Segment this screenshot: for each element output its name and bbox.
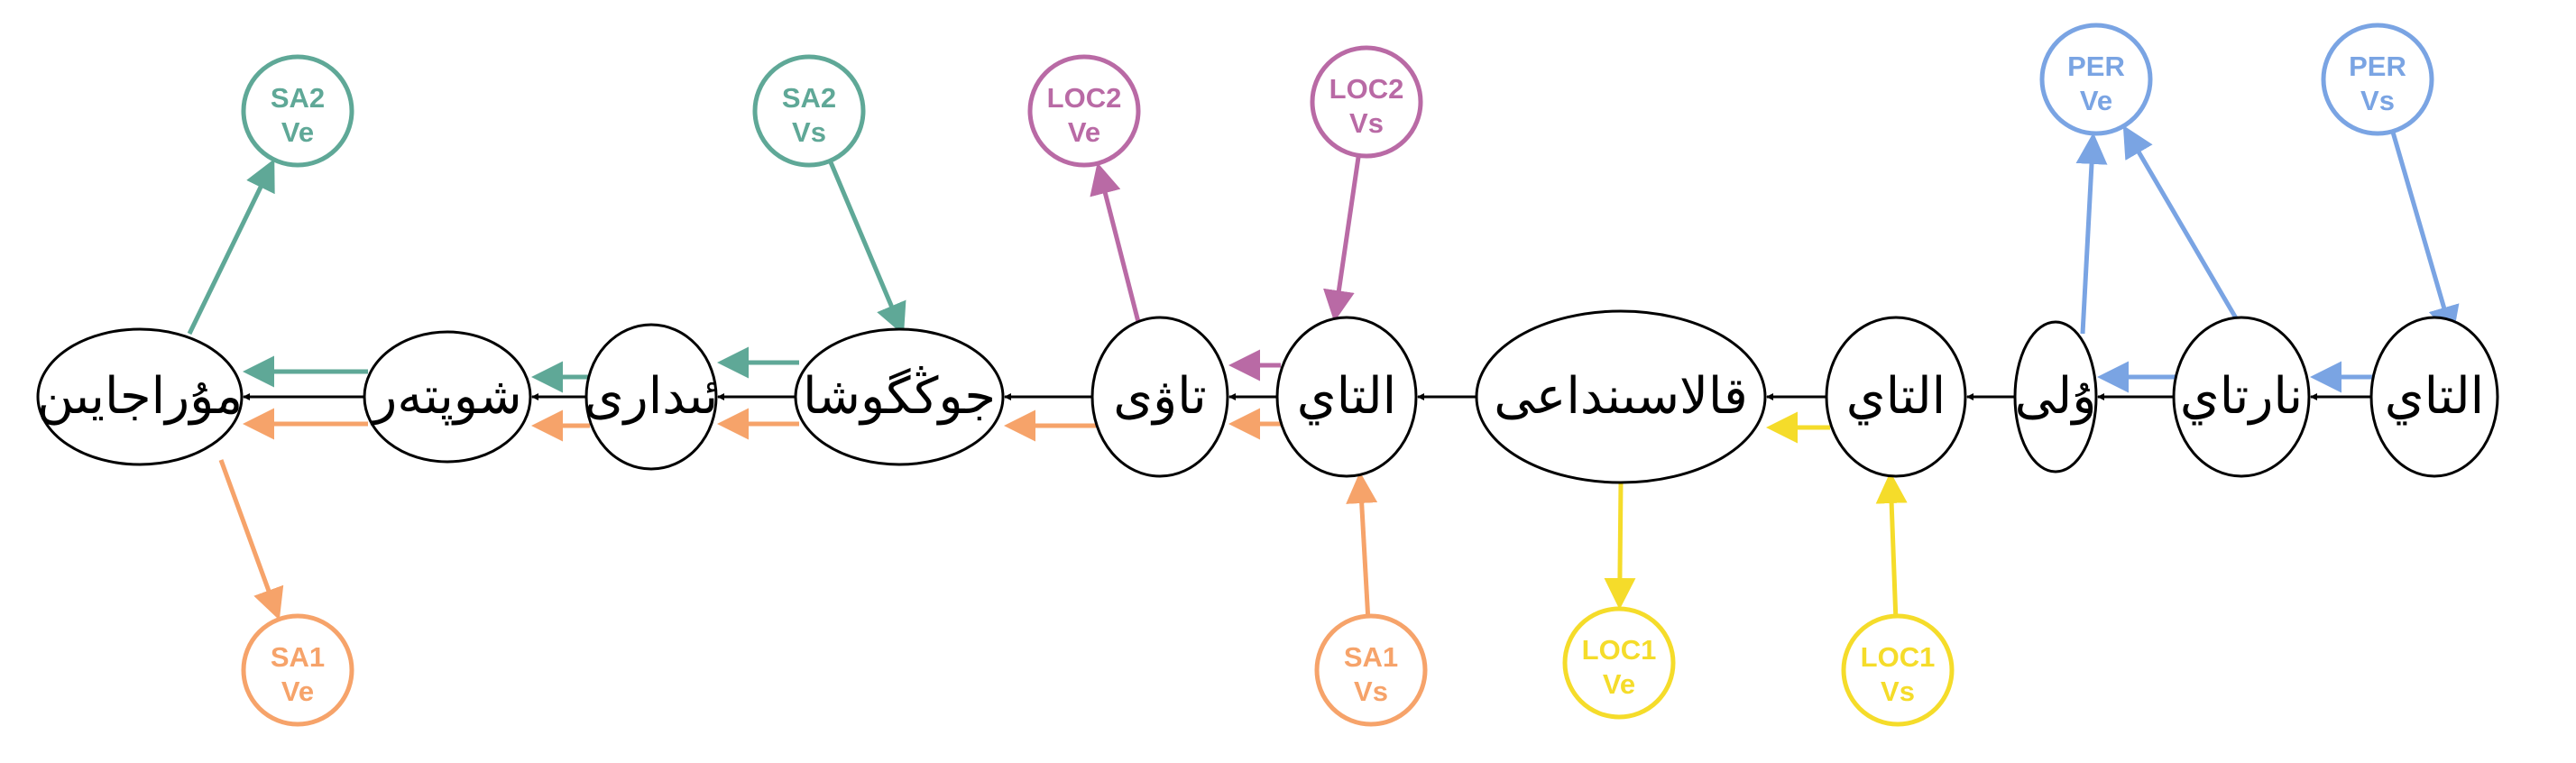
label-role: Vs bbox=[792, 116, 826, 148]
word-text: التاي bbox=[2385, 367, 2484, 426]
label-tag: LOC1 bbox=[1582, 634, 1657, 666]
label-connector-arrow bbox=[1323, 156, 1361, 322]
word-text: التاي bbox=[1297, 367, 1396, 426]
label-connector-arrow bbox=[828, 161, 906, 336]
label-connector-arrow bbox=[2390, 132, 2460, 338]
word-text: جوڭگوشا bbox=[803, 366, 996, 426]
label-circle bbox=[752, 54, 866, 168]
label-role: Vs bbox=[2360, 85, 2395, 116]
label-tag: LOC2 bbox=[1047, 82, 1122, 114]
word-node-ellipse bbox=[1275, 316, 1418, 478]
word-node-ellipse bbox=[2369, 316, 2499, 478]
label-circle bbox=[241, 613, 354, 727]
label-connector-arrow bbox=[187, 159, 275, 336]
word-node: ئىدارى bbox=[584, 323, 718, 471]
word-node-ellipse bbox=[584, 323, 718, 471]
word-node: التاي bbox=[1275, 316, 1418, 478]
label-connector-arrow bbox=[1875, 472, 1908, 615]
word-text: نارتاي bbox=[2180, 367, 2303, 426]
label-role: Vs bbox=[1881, 676, 1915, 707]
word-node: مۇراجايىن bbox=[36, 327, 244, 466]
label-connector-arrow bbox=[1604, 482, 1636, 611]
label-role: Vs bbox=[1354, 676, 1388, 707]
word-node: التاي bbox=[1825, 316, 1967, 478]
word-node: قالاسىنداعى bbox=[1475, 309, 1767, 484]
label-connector-arrow bbox=[2122, 124, 2244, 329]
word-node: شوپتەر bbox=[363, 330, 532, 464]
label-role: Ve bbox=[281, 676, 314, 707]
label-circle bbox=[1562, 606, 1676, 720]
word-node-ellipse bbox=[363, 330, 532, 464]
word-node-ellipse bbox=[2013, 320, 2098, 473]
label-connector-arrow bbox=[1346, 472, 1378, 615]
word-text: قالاسىنداعى bbox=[1494, 367, 1748, 426]
word-node-ellipse bbox=[1825, 316, 1967, 478]
word-text: مۇراجايىن bbox=[37, 367, 243, 426]
word-text: تاۋى bbox=[1113, 367, 1207, 426]
label-circle bbox=[1310, 45, 1423, 159]
label-tag: PER bbox=[2067, 51, 2125, 82]
label-tag: SA1 bbox=[1344, 641, 1398, 673]
label-tag: SA2 bbox=[271, 82, 325, 114]
word-text: ۇلى bbox=[2015, 367, 2097, 426]
word-node: ۇلى bbox=[2013, 320, 2098, 473]
label-tag: SA1 bbox=[271, 641, 325, 673]
label-tag: SA2 bbox=[782, 82, 836, 114]
label-role: Ve bbox=[2080, 85, 2112, 116]
word-node-ellipse bbox=[1090, 316, 1229, 478]
label-role: Ve bbox=[281, 116, 314, 148]
word-node: نارتاي bbox=[2172, 316, 2311, 478]
label-role: Vs bbox=[1349, 107, 1384, 139]
label-circle bbox=[1027, 54, 1141, 168]
label-connector-arrow bbox=[2075, 132, 2108, 335]
label-circle bbox=[2321, 23, 2434, 136]
label-circle bbox=[1841, 613, 1955, 727]
word-node-ellipse bbox=[36, 327, 244, 466]
word-node: تاۋى bbox=[1090, 316, 1229, 478]
word-node: جوڭگوشا bbox=[794, 327, 1005, 466]
label-circle bbox=[241, 54, 354, 168]
word-node-ellipse bbox=[2172, 316, 2311, 478]
label-role: Ve bbox=[1068, 116, 1100, 148]
word-node-ellipse bbox=[1475, 309, 1767, 484]
label-circle bbox=[1314, 613, 1428, 727]
label-connector-arrow bbox=[1090, 162, 1141, 323]
label-connector-arrow bbox=[218, 459, 284, 621]
label-tag: LOC1 bbox=[1861, 641, 1936, 673]
word-node-ellipse bbox=[794, 327, 1005, 466]
label-role: Ve bbox=[1603, 668, 1635, 700]
word-text: التاي bbox=[1846, 367, 1946, 426]
word-text: ئىدارى bbox=[584, 367, 718, 426]
word-node: التاي bbox=[2369, 316, 2499, 478]
label-tag: LOC2 bbox=[1329, 73, 1404, 105]
word-text: شوپتەر bbox=[370, 367, 521, 426]
label-circle bbox=[2039, 23, 2153, 136]
label-tag: PER bbox=[2349, 51, 2406, 82]
